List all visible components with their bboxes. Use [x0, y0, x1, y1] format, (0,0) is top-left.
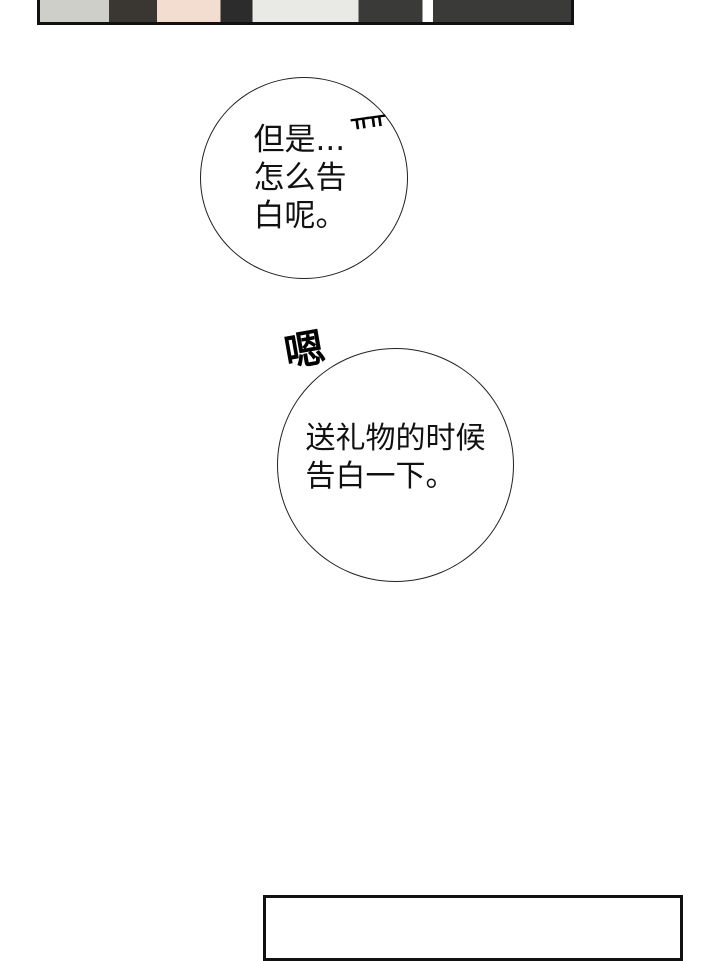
bubble-1-text: 但是... 怎么告 白呢。: [253, 122, 347, 234]
bottom-comic-panel: [263, 895, 683, 961]
speech-bubble-2: 送礼物的时候 告白一下。: [277, 348, 514, 582]
bubble-2-text: 送礼物的时候 告白一下。: [305, 421, 486, 494]
sob-sound-effect: ㅠㅠ: [348, 107, 385, 138]
speech-bubble-1: 但是... 怎么告 白呢。: [200, 77, 408, 279]
top-comic-panel: [37, 0, 574, 25]
hmm-sound-effect: 嗯: [281, 324, 329, 378]
